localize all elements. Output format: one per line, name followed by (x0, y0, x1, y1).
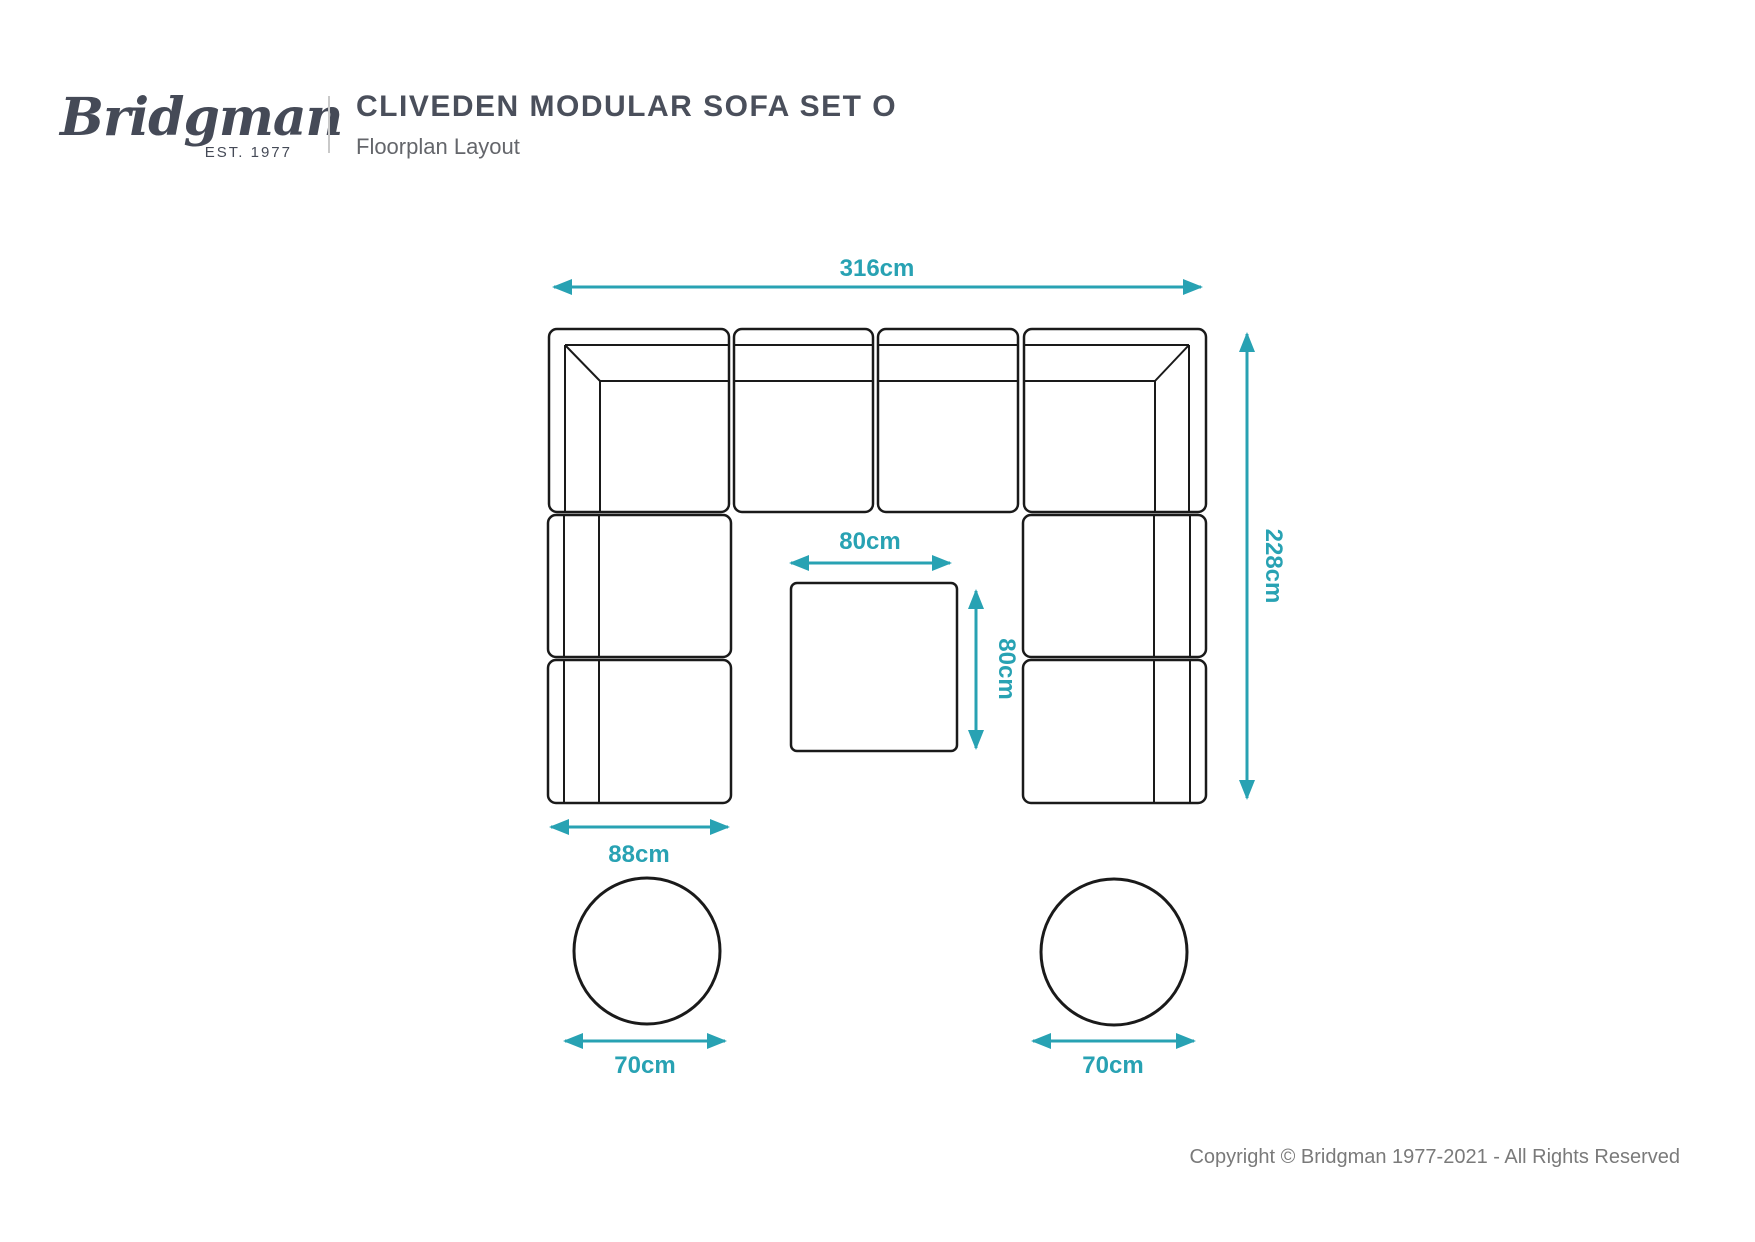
sofa-module-left-middle (546, 513, 733, 659)
label-table-width: 80cm (839, 528, 900, 555)
page-title: CLIVEDEN MODULAR SOFA SET O (356, 90, 898, 123)
stool-right (1039, 877, 1189, 1027)
sofa-module-top-middle-left (732, 327, 875, 514)
sofa-module-right-middle (1021, 513, 1208, 659)
label-overall-depth: 228cm (1260, 529, 1287, 604)
brand-established-text: EST. 1977 (204, 144, 292, 161)
label-left-stool-diameter: 70cm (614, 1052, 675, 1079)
stool-left (572, 876, 722, 1026)
sofa-module-top-middle-right (876, 327, 1020, 514)
sofa-module-right-bottom (1021, 658, 1208, 805)
sofa-outline (546, 327, 1208, 805)
label-end-module-width: 88cm (608, 841, 669, 868)
header-divider (328, 96, 330, 153)
label-table-depth: 80cm (993, 638, 1020, 699)
dimension-labels: 316cm 228cm 80cm 80cm 88cm 70cm 70cm (608, 255, 1287, 1079)
sofa-module-left-bottom (546, 658, 733, 805)
copyright-text: Copyright © Bridgman 1977-2021 - All Rig… (1189, 1146, 1680, 1168)
page-subtitle: Floorplan Layout (356, 134, 520, 159)
label-right-stool-diameter: 70cm (1082, 1052, 1143, 1079)
coffee-table (789, 581, 959, 753)
dimension-arrows (549, 279, 1255, 1049)
label-overall-width: 316cm (840, 255, 915, 282)
sofa-backrest-lines (563, 344, 1191, 803)
